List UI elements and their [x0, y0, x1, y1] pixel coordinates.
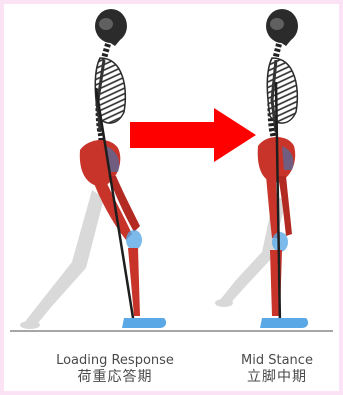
knee-joint [126, 230, 142, 250]
calf-muscle [128, 248, 140, 316]
stance-foot [122, 318, 166, 328]
phase-label-en: Loading Response [40, 352, 190, 369]
right-arrow-icon [130, 108, 256, 162]
knee-joint [272, 232, 288, 252]
skull [95, 9, 127, 46]
trailing-leg-ghost [20, 190, 104, 329]
phase-label-jp: 立脚中期 [232, 369, 322, 386]
phase-label-jp: 荷重応答期 [40, 369, 190, 386]
skull [266, 9, 298, 46]
skeleton-mid-stance [215, 9, 308, 328]
caption-loading-response: Loading Response 荷重応答期 [40, 352, 190, 386]
skeleton-loading-response [20, 9, 166, 329]
stance-foot [260, 318, 308, 328]
caption-mid-stance: Mid Stance 立脚中期 [232, 352, 322, 386]
phase-label-en: Mid Stance [232, 352, 322, 369]
